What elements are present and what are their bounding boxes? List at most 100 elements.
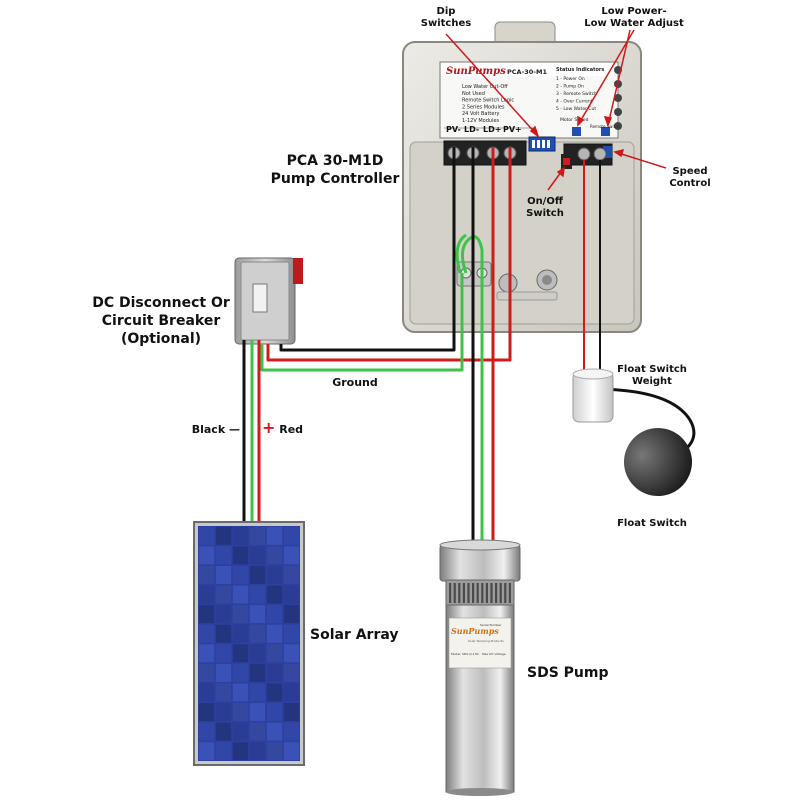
intake-slot: [476, 583, 479, 603]
solar-cell: [249, 663, 266, 682]
callout-lines: [445, 29, 667, 191]
terminal-label: LD+: [483, 125, 501, 134]
panel-status-item: 2 - Pump On: [556, 84, 584, 90]
panel-setting-text: Remote Switch Logic: [462, 98, 514, 104]
terminal-label: PV-: [446, 125, 461, 134]
solar-cell: [215, 742, 232, 761]
solar-cell: [198, 742, 215, 761]
panel-setting-text: 2 Series Modules: [462, 104, 505, 110]
wires: [242, 147, 696, 545]
solar-cell: [283, 526, 300, 545]
panel-status-item: 3 - Remote Switch: [556, 91, 597, 97]
panel-setting-text: 24 Volt Battery: [462, 111, 500, 117]
solar-cell: [283, 605, 300, 624]
solar-cell: [232, 663, 249, 682]
pump-intake-slots: [449, 583, 511, 603]
solar-cell: [215, 585, 232, 604]
intake-slot: [499, 583, 502, 603]
terminal-screw: [577, 147, 591, 161]
solar-cell: [215, 546, 232, 565]
solar-cell: [266, 585, 283, 604]
solar-cell: [198, 683, 215, 702]
solar-cell: [232, 526, 249, 545]
solar-cell: [249, 585, 266, 604]
solar-cell: [249, 565, 266, 584]
solar-cell: [266, 722, 283, 741]
solar-cell: [266, 644, 283, 663]
solar-cell: [283, 565, 300, 584]
sds-pump-label: SDS Pump: [527, 665, 609, 681]
low-power-label: Low Power- Low Water Adjust: [584, 6, 684, 29]
speed-control-label: Speed Control: [669, 166, 711, 189]
panel-setting-text: 1-12V Modules: [462, 118, 500, 124]
panel-setting-text: Not Used: [462, 91, 485, 97]
panel-motor-speed: Motor Speed: [560, 117, 589, 123]
solar-cell: [215, 703, 232, 722]
pump-model: Model: SDS-Q-130: [451, 652, 479, 656]
panel-remote-switch: Remote Switch: [590, 124, 620, 129]
solar-cell: [198, 703, 215, 722]
solar-cell: [283, 546, 300, 565]
red-wire-label: + Red: [262, 418, 304, 437]
solar-cell: [215, 644, 232, 663]
pump-tagline: Solar Pumping Products: [468, 639, 504, 643]
ground-label: Ground: [332, 376, 378, 389]
solar-cell: [198, 526, 215, 545]
solar-array-panel: [193, 521, 305, 766]
intake-slot: [472, 583, 475, 603]
black-wire-label: Black —: [191, 423, 240, 436]
solar-cell: [198, 644, 215, 663]
solar-cell: [266, 565, 283, 584]
panel-status-item: 5 - Low Water Cut: [556, 106, 596, 112]
solar-cell: [198, 663, 215, 682]
intake-slot: [481, 583, 484, 603]
solar-cell: [215, 683, 232, 702]
intake-slot: [485, 583, 488, 603]
solar-cell: [283, 585, 300, 604]
intake-slot: [449, 583, 452, 603]
disconnect-label: DC Disconnect Or Circuit Breaker (Option…: [92, 295, 230, 347]
dip-switches-label: Dip Switches: [420, 6, 472, 29]
intake-slot: [462, 583, 465, 603]
intake-slot: [495, 583, 498, 603]
intake-slot: [458, 583, 461, 603]
panel-status-title: Status Indicators: [556, 67, 604, 73]
solar-cell: [249, 624, 266, 643]
plus-sign: +: [262, 418, 276, 437]
panel-status-item: 4 - Over Current: [556, 99, 593, 105]
solar-cell: [283, 703, 300, 722]
intake-slot: [453, 583, 456, 603]
solar-cell: [266, 683, 283, 702]
solar-cell: [198, 624, 215, 643]
solar-cell: [249, 722, 266, 741]
solar-cell: [232, 546, 249, 565]
solar-cells: [198, 526, 300, 761]
solar-cell: [283, 663, 300, 682]
terminal-label: PV+: [503, 125, 522, 134]
solar-array-label: Solar Array: [310, 627, 399, 643]
solar-cell: [283, 624, 300, 643]
solar-cell: [232, 722, 249, 741]
controller-enclosure: SunPumps PCA-30-M1: [402, 21, 642, 333]
solar-cell: [232, 703, 249, 722]
float-switch-weight: [572, 368, 614, 423]
solar-cell: [249, 703, 266, 722]
solar-cell: [232, 683, 249, 702]
intake-slot: [467, 583, 470, 603]
solar-cell: [266, 605, 283, 624]
solar-cell: [198, 605, 215, 624]
solar-cell: [249, 742, 266, 761]
solar-cell: [215, 565, 232, 584]
solar-cell: [249, 605, 266, 624]
solar-cell: [266, 624, 283, 643]
solar-cell: [249, 546, 266, 565]
solar-cell: [249, 644, 266, 663]
solar-cell: [232, 565, 249, 584]
intake-slot: [508, 583, 511, 603]
float-switch: [624, 428, 692, 496]
terminal-screw: [593, 147, 607, 161]
panel-status-item: 1 - Power On: [556, 76, 585, 82]
solar-cell: [266, 703, 283, 722]
